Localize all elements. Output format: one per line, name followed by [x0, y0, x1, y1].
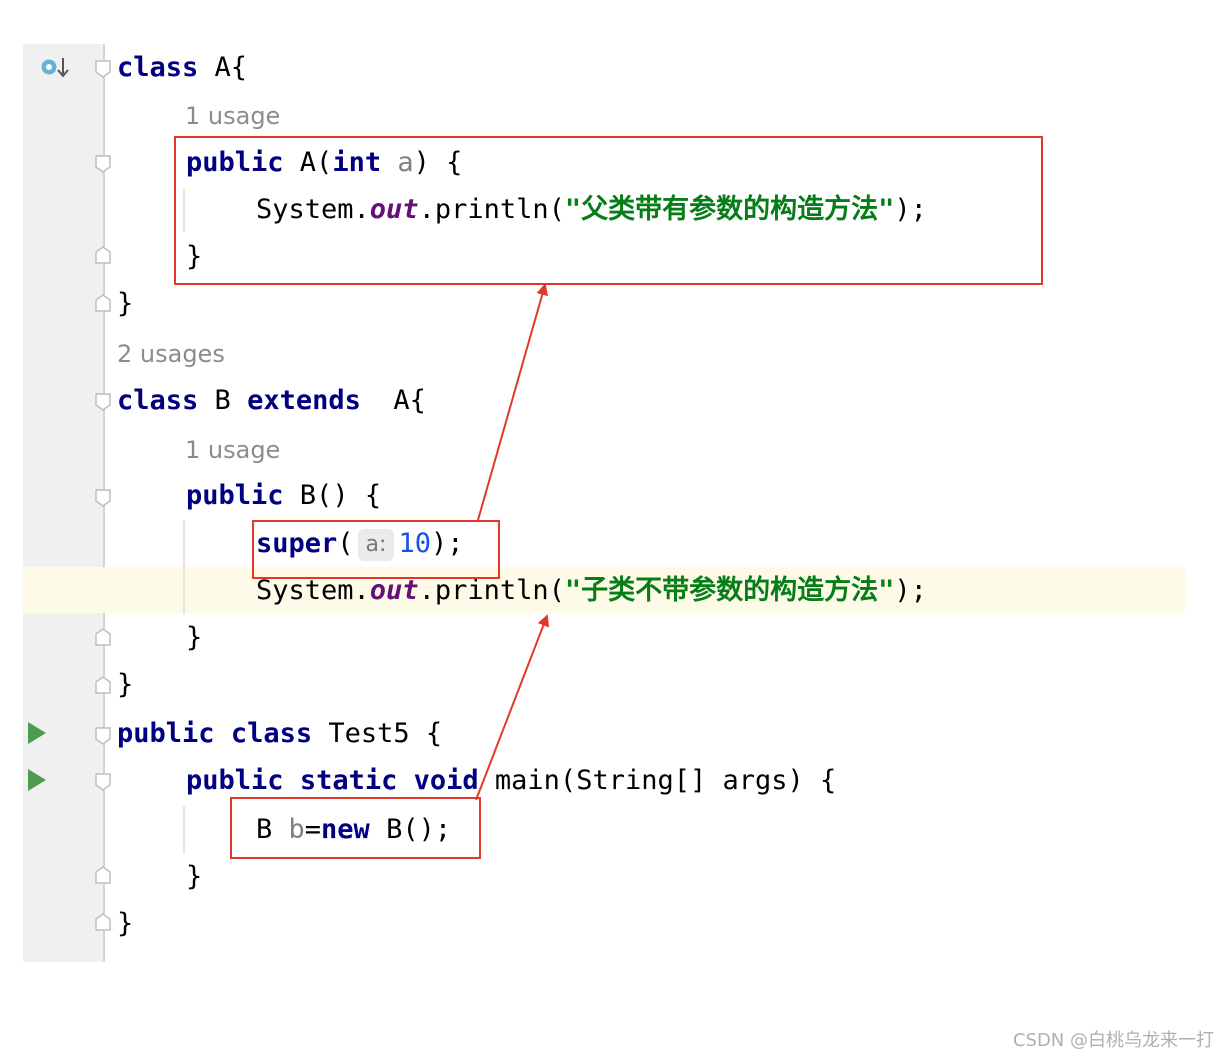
- number-literal: 10: [398, 528, 431, 559]
- watermark: CSDN @白桃乌龙来一打: [1012, 1030, 1214, 1051]
- code-line[interactable]: class B extends A{: [117, 377, 1228, 425]
- variable-name: b: [288, 814, 305, 845]
- fold-marker-icon[interactable]: [95, 727, 111, 745]
- fold-marker-icon[interactable]: [95, 913, 111, 931]
- code-line[interactable]: }: [117, 908, 134, 939]
- arrow-super-to-parent: [477, 283, 549, 521]
- fold-marker-icon[interactable]: [95, 489, 111, 507]
- keyword: static: [299, 765, 398, 796]
- annotation-box-super-call: [252, 520, 500, 579]
- parameter-hint: a:: [357, 528, 395, 561]
- fold-marker-icon[interactable]: [95, 246, 111, 264]
- code-text: B();: [369, 814, 452, 845]
- fold-marker-icon[interactable]: [95, 393, 111, 411]
- fold-marker-icon[interactable]: [95, 294, 111, 312]
- code-text: B: [256, 814, 289, 845]
- code-text: System.: [256, 575, 370, 606]
- code-text: B: [198, 385, 248, 416]
- code-text: A{: [360, 385, 426, 416]
- fold-marker-icon[interactable]: [95, 628, 111, 646]
- code-line[interactable]: }: [186, 861, 203, 892]
- code-text: main(String[] args) {: [478, 765, 837, 796]
- current-line-highlight: [23, 567, 1185, 613]
- code-text: B() {: [283, 480, 382, 511]
- code-text: =: [304, 814, 322, 845]
- usage-hint[interactable]: 1 usage: [185, 436, 281, 464]
- code-text: A{: [198, 52, 248, 83]
- fold-marker-icon[interactable]: [95, 773, 111, 791]
- fold-marker-icon[interactable]: [95, 866, 111, 884]
- code-line[interactable]: System.out.println("父类带有参数的构造方法");: [256, 186, 1228, 234]
- keyword: public: [186, 765, 284, 796]
- static-field: out: [369, 194, 419, 225]
- indent-guide: [183, 806, 185, 854]
- keyword: void: [413, 765, 479, 796]
- code-line[interactable]: class A{: [117, 44, 1228, 92]
- code-text: );: [894, 194, 927, 225]
- code-text: .println(: [418, 575, 565, 606]
- keyword: new: [321, 814, 370, 845]
- code-text: ) {: [413, 147, 463, 178]
- code-line[interactable]: B b=new B();: [256, 806, 1228, 854]
- run-gutter-icon[interactable]: [28, 769, 46, 791]
- static-field: out: [369, 575, 419, 606]
- string-literal: "父类带有参数的构造方法": [564, 194, 895, 225]
- keyword: class: [117, 52, 199, 83]
- code-text: );: [894, 575, 927, 606]
- usage-hint[interactable]: 1 usage: [185, 102, 281, 130]
- keyword: int: [332, 147, 382, 178]
- keyword: extends: [247, 385, 361, 416]
- code-line[interactable]: public A(int a) {: [186, 139, 1228, 187]
- fold-marker-icon[interactable]: [95, 60, 111, 78]
- code-text: .println(: [418, 194, 565, 225]
- parameter-name: a: [381, 147, 414, 178]
- indent-guide: [183, 188, 185, 232]
- code-text: Test5 {: [312, 718, 443, 749]
- code-text: System.: [256, 194, 370, 225]
- code-line[interactable]: public class Test5 {: [117, 710, 1228, 758]
- code-text: A(: [283, 147, 333, 178]
- implementation-gutter-icon[interactable]: [40, 56, 70, 80]
- keyword: public: [186, 147, 284, 178]
- fold-marker-icon[interactable]: [95, 676, 111, 694]
- code-line[interactable]: public static void main(String[] args) {: [186, 757, 1228, 805]
- annotation-box-new-b: [230, 797, 481, 859]
- code-line[interactable]: }: [186, 622, 203, 653]
- usage-hint[interactable]: 2 usages: [117, 340, 225, 368]
- code-line[interactable]: }: [117, 288, 134, 319]
- code-line[interactable]: }: [186, 241, 203, 272]
- code-line[interactable]: }: [117, 669, 134, 700]
- code-text: (: [337, 528, 354, 559]
- annotation-box-parent-constructor: [174, 136, 1043, 285]
- keyword: public: [186, 480, 284, 511]
- keyword: super: [256, 528, 338, 559]
- fold-marker-icon[interactable]: [95, 155, 111, 173]
- code-text: );: [430, 528, 464, 559]
- keyword: class: [230, 718, 313, 749]
- arrow-new-to-child: [475, 614, 549, 801]
- keyword: class: [117, 385, 199, 416]
- keyword: public: [117, 718, 215, 749]
- code-line[interactable]: System.out.println("子类不带参数的构造方法");: [256, 567, 1228, 615]
- run-gutter-icon[interactable]: [28, 722, 46, 744]
- code-line[interactable]: public B() {: [186, 472, 1228, 520]
- code-line[interactable]: super(a:10);: [256, 520, 1228, 568]
- indent-guide: [183, 520, 185, 614]
- string-literal: "子类不带参数的构造方法": [564, 575, 895, 606]
